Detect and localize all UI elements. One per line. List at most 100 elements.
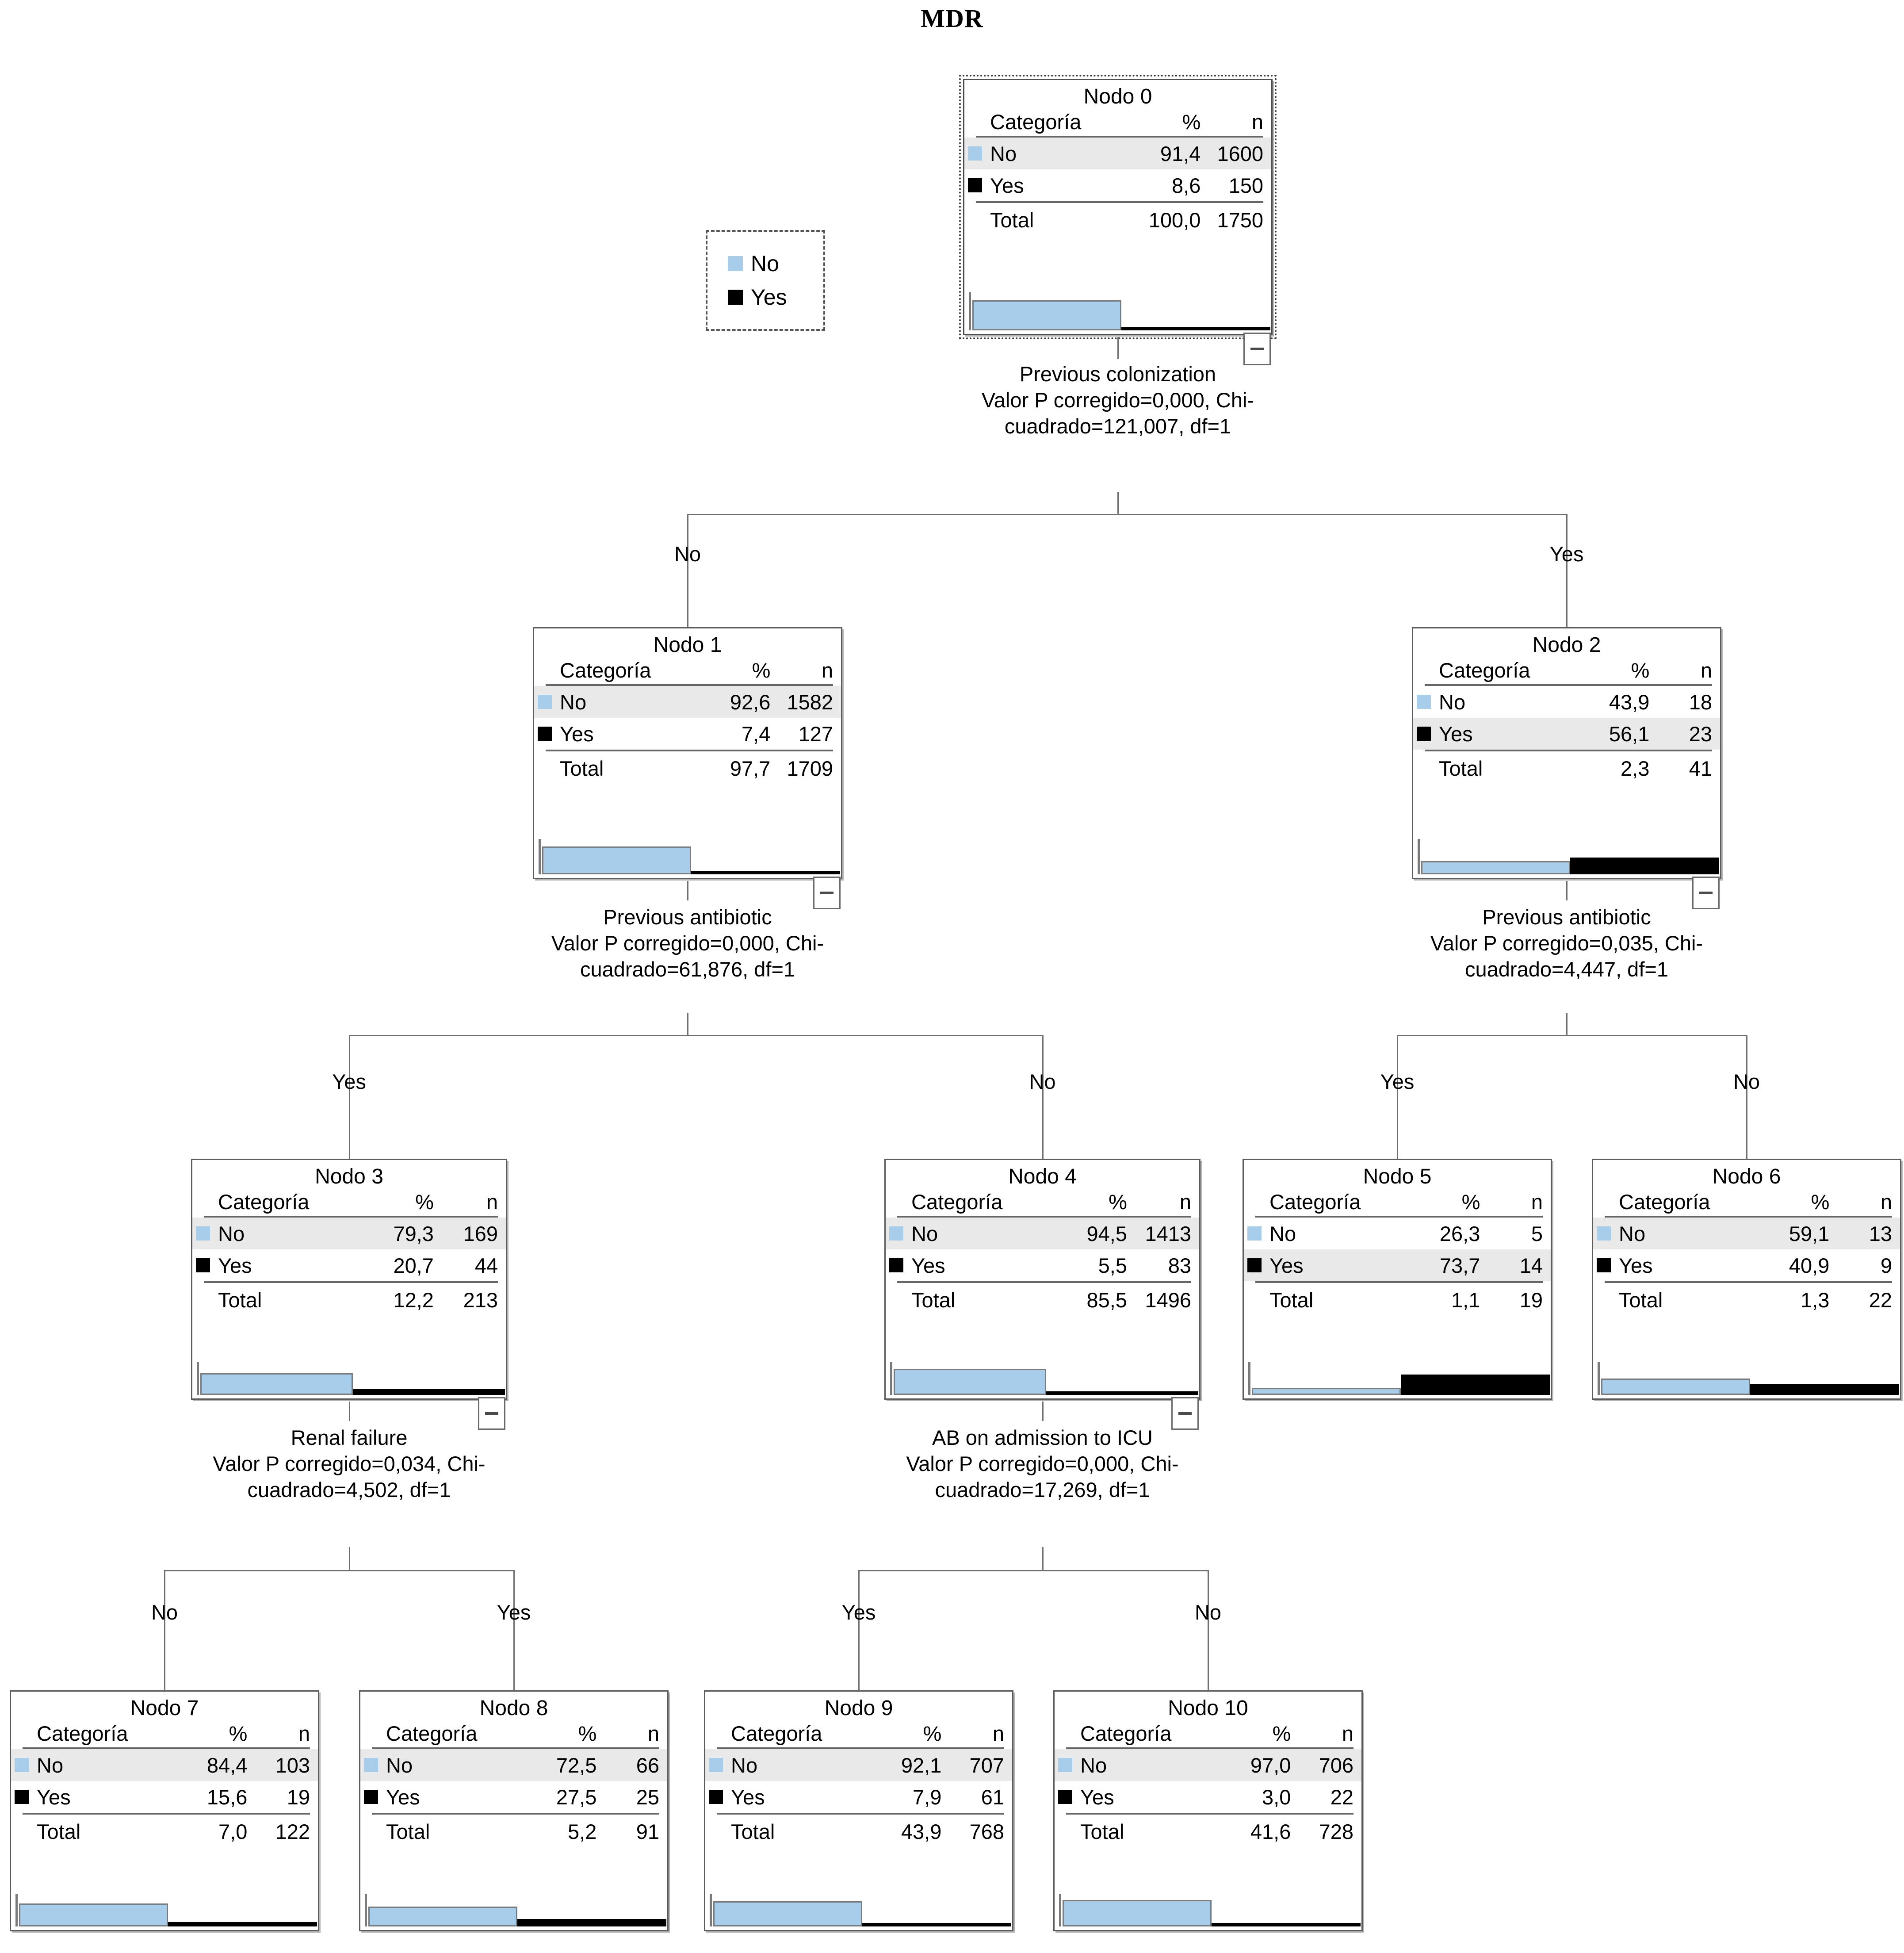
node-title: Nodo 5	[1363, 1165, 1432, 1188]
node-title: Nodo 2	[1532, 633, 1601, 657]
total-label: Total	[1269, 1288, 1314, 1312]
total-pct: 1,1	[1451, 1288, 1480, 1312]
split-caption-node-2: Previous antibiotic Valor P corregido=0,…	[1430, 905, 1703, 981]
column-header-n: n	[992, 1721, 1004, 1745]
category-n: 44	[474, 1253, 498, 1277]
column-header-category: Categoría	[1269, 1190, 1361, 1214]
total-n: 122	[275, 1819, 310, 1843]
collapse-node-2-button[interactable]	[1692, 877, 1720, 909]
node-table-header: Categoría%n	[534, 658, 841, 684]
node-distribution-bar	[11, 1894, 318, 1930]
column-header-n: n	[1342, 1721, 1353, 1745]
connector-to-node9	[858, 1570, 860, 1692]
connector-root-bus	[688, 514, 1567, 515]
connector-node2-stem	[1566, 881, 1568, 900]
total-pct: 41,6	[1250, 1819, 1291, 1843]
connector-node4-bus	[859, 1570, 1208, 1571]
table-rule	[1413, 750, 1720, 752]
bar-segment-yes	[517, 1919, 666, 1926]
column-header-pct: %	[1631, 658, 1650, 682]
total-label: Total	[911, 1288, 956, 1312]
column-header-n: n	[821, 658, 833, 682]
connector-node2-down	[1566, 1013, 1568, 1035]
table-rule	[1244, 1281, 1551, 1283]
collapse-node-1-button[interactable]	[813, 877, 841, 909]
total-pct: 100,0	[1148, 208, 1201, 232]
category-swatch-yes	[1597, 1258, 1611, 1273]
category-swatch-no	[538, 695, 552, 709]
column-header-n: n	[298, 1721, 310, 1745]
column-header-category: Categoría	[218, 1190, 310, 1214]
category-label: Yes	[37, 1785, 71, 1809]
table-rule	[886, 1281, 1199, 1283]
column-header-pct: %	[415, 1190, 434, 1214]
category-n: 66	[596, 1749, 667, 1781]
category-swatch-no	[1417, 695, 1431, 709]
column-header-category: Categoría	[990, 110, 1082, 134]
node-distribution-bar	[705, 1894, 1012, 1930]
total-n: 19	[1519, 1288, 1543, 1312]
category-swatch-yes	[15, 1790, 29, 1804]
category-label: No	[731, 1753, 758, 1777]
category-n: 9	[1880, 1253, 1892, 1277]
table-rule	[534, 750, 841, 752]
bar-segment-yes	[1750, 1383, 1899, 1395]
column-header-n: n	[647, 1721, 659, 1745]
category-pct: 92,6	[700, 686, 771, 718]
category-pct: 97,0	[1220, 1749, 1291, 1781]
legend-label-yes: Yes	[751, 285, 787, 310]
collapse-node-0-button[interactable]	[1243, 333, 1271, 365]
collapse-node-4-button[interactable]	[1171, 1397, 1199, 1430]
table-rule	[964, 136, 1271, 138]
table-rule	[11, 1747, 318, 1750]
node-distribution-bar	[886, 1362, 1199, 1398]
total-pct: 12,2	[393, 1288, 434, 1312]
table-rule	[705, 1813, 1012, 1815]
category-pct: 79,3	[361, 1218, 434, 1250]
category-n: 1582	[770, 686, 841, 718]
total-label: Total	[560, 756, 604, 780]
bar-segment-no	[200, 1373, 353, 1395]
bar-axis	[365, 1894, 367, 1926]
category-n: 14	[1480, 1249, 1551, 1282]
table-rule	[192, 1216, 506, 1218]
category-n: 150	[1228, 173, 1263, 197]
node-table-header: Categoría%n	[1244, 1190, 1551, 1216]
node-table-header: Categoría%n	[705, 1721, 1012, 1747]
node-table-header: Categoría%n	[11, 1721, 318, 1747]
category-pct: 27,5	[556, 1785, 597, 1809]
category-label: No	[911, 1222, 938, 1245]
bar-axis	[890, 1362, 892, 1395]
table-rule	[705, 1747, 1012, 1750]
category-n: 23	[1649, 718, 1720, 750]
category-pct: 56,1	[1579, 718, 1650, 750]
table-total-row: Total 1,1 19	[1244, 1283, 1551, 1317]
total-n: 1709	[787, 756, 833, 780]
total-n: 213	[463, 1288, 498, 1312]
category-n: 5	[1531, 1222, 1543, 1245]
collapse-node-3-button[interactable]	[478, 1397, 505, 1430]
bar-axis	[1059, 1894, 1061, 1926]
bar-axis	[1418, 839, 1420, 874]
bar-axis	[1598, 1362, 1600, 1395]
